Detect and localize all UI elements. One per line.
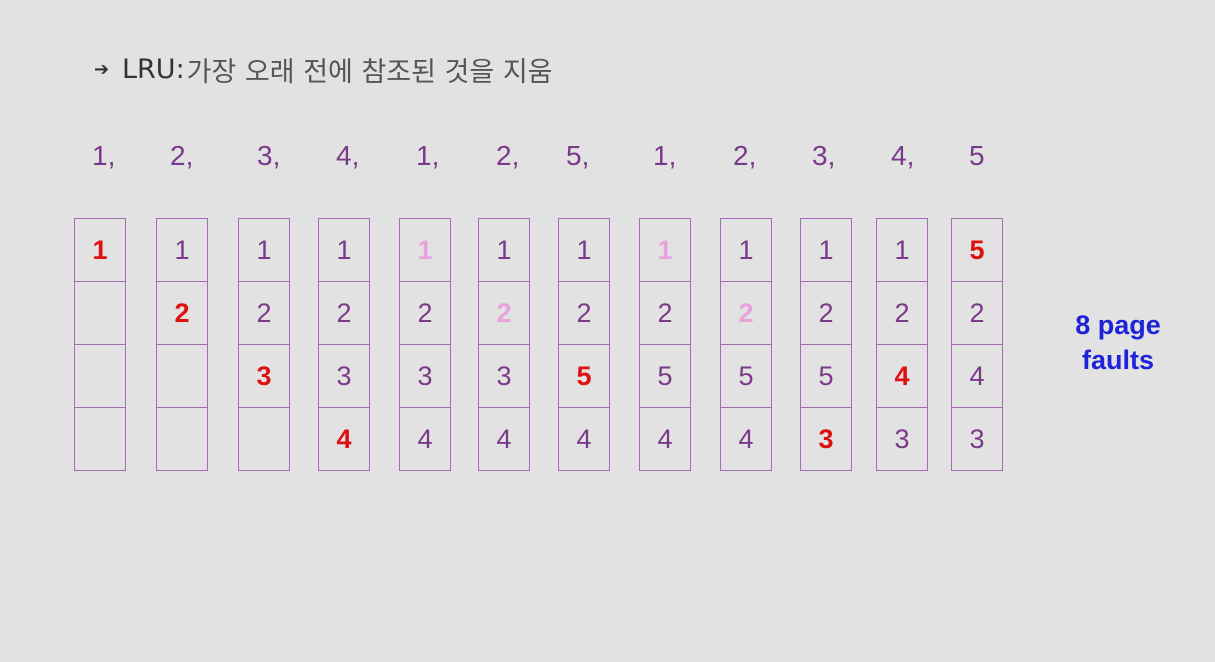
frame-cell: 3 <box>318 345 370 408</box>
reference-item: 1, <box>416 140 440 171</box>
frame-cell: 3 <box>399 345 451 408</box>
frame-cell: 1 <box>238 218 290 282</box>
slide-title: ➔ LRU: 가장 오래 전에 참조된 것을 지움 <box>94 50 553 89</box>
frame-cell: 2 <box>800 282 852 345</box>
reference-item: 5, <box>566 140 590 171</box>
reference-item: 4, <box>336 140 360 171</box>
frame-cell <box>74 345 126 408</box>
frame-cell: 4 <box>558 408 610 471</box>
frame-cell: 5 <box>720 345 772 408</box>
frame-cell: 1 <box>800 218 852 282</box>
frame-cell: 4 <box>318 408 370 471</box>
frame-cell: 2 <box>876 282 928 345</box>
frame-cell: 2 <box>318 282 370 345</box>
frame-cell: 2 <box>951 282 1003 345</box>
frame-cell <box>156 408 208 471</box>
fault-count-line-1: 8 page <box>1075 310 1161 340</box>
frame-cell <box>156 345 208 408</box>
frame-cell: 3 <box>876 408 928 471</box>
frame-cell: 5 <box>639 345 691 408</box>
arrow-bullet-icon: ➔ <box>94 59 110 80</box>
title-label: LRU: <box>122 54 185 85</box>
frame-cell: 3 <box>951 408 1003 471</box>
frame-cell: 3 <box>238 345 290 408</box>
frame-cell: 4 <box>399 408 451 471</box>
frame-cell: 2 <box>399 282 451 345</box>
frame-cell: 3 <box>800 408 852 471</box>
frame-cell: 4 <box>720 408 772 471</box>
reference-item: 1, <box>92 140 116 171</box>
reference-item: 3, <box>257 140 281 171</box>
frame-cell: 2 <box>238 282 290 345</box>
frame-cell: 1 <box>156 218 208 282</box>
frame-cell: 1 <box>318 218 370 282</box>
frame-cell: 2 <box>720 282 772 345</box>
reference-item: 2, <box>733 140 757 171</box>
frame-cell <box>238 408 290 471</box>
frame-cell: 1 <box>876 218 928 282</box>
reference-item: 4, <box>891 140 915 171</box>
frame-cell: 1 <box>478 218 530 282</box>
frame-cell: 4 <box>951 345 1003 408</box>
frame-cell <box>74 408 126 471</box>
frame-cell: 1 <box>720 218 772 282</box>
frame-cell: 1 <box>558 218 610 282</box>
frame-cell: 1 <box>74 218 126 282</box>
frame-cell: 5 <box>800 345 852 408</box>
frame-cell: 2 <box>639 282 691 345</box>
frame-cell: 2 <box>558 282 610 345</box>
reference-item: 5 <box>969 140 985 171</box>
reference-item: 1, <box>653 140 677 171</box>
title-description: 가장 오래 전에 참조된 것을 지움 <box>186 57 553 88</box>
page-fault-count: 8 page faults <box>1058 308 1178 378</box>
frame-cell: 4 <box>639 408 691 471</box>
frame-cell: 2 <box>156 282 208 345</box>
frame-cell: 4 <box>478 408 530 471</box>
frame-cell: 3 <box>478 345 530 408</box>
reference-item: 2, <box>170 140 194 171</box>
frame-cell: 5 <box>951 218 1003 282</box>
reference-item: 2, <box>496 140 520 171</box>
frame-cell <box>74 282 126 345</box>
fault-count-line-2: faults <box>1081 345 1154 375</box>
frame-cell: 1 <box>399 218 451 282</box>
frame-cell: 1 <box>639 218 691 282</box>
frame-cell: 2 <box>478 282 530 345</box>
reference-item: 3, <box>812 140 836 171</box>
frame-cell: 5 <box>558 345 610 408</box>
frame-column: 1 <box>74 218 126 471</box>
frame-cell: 4 <box>876 345 928 408</box>
